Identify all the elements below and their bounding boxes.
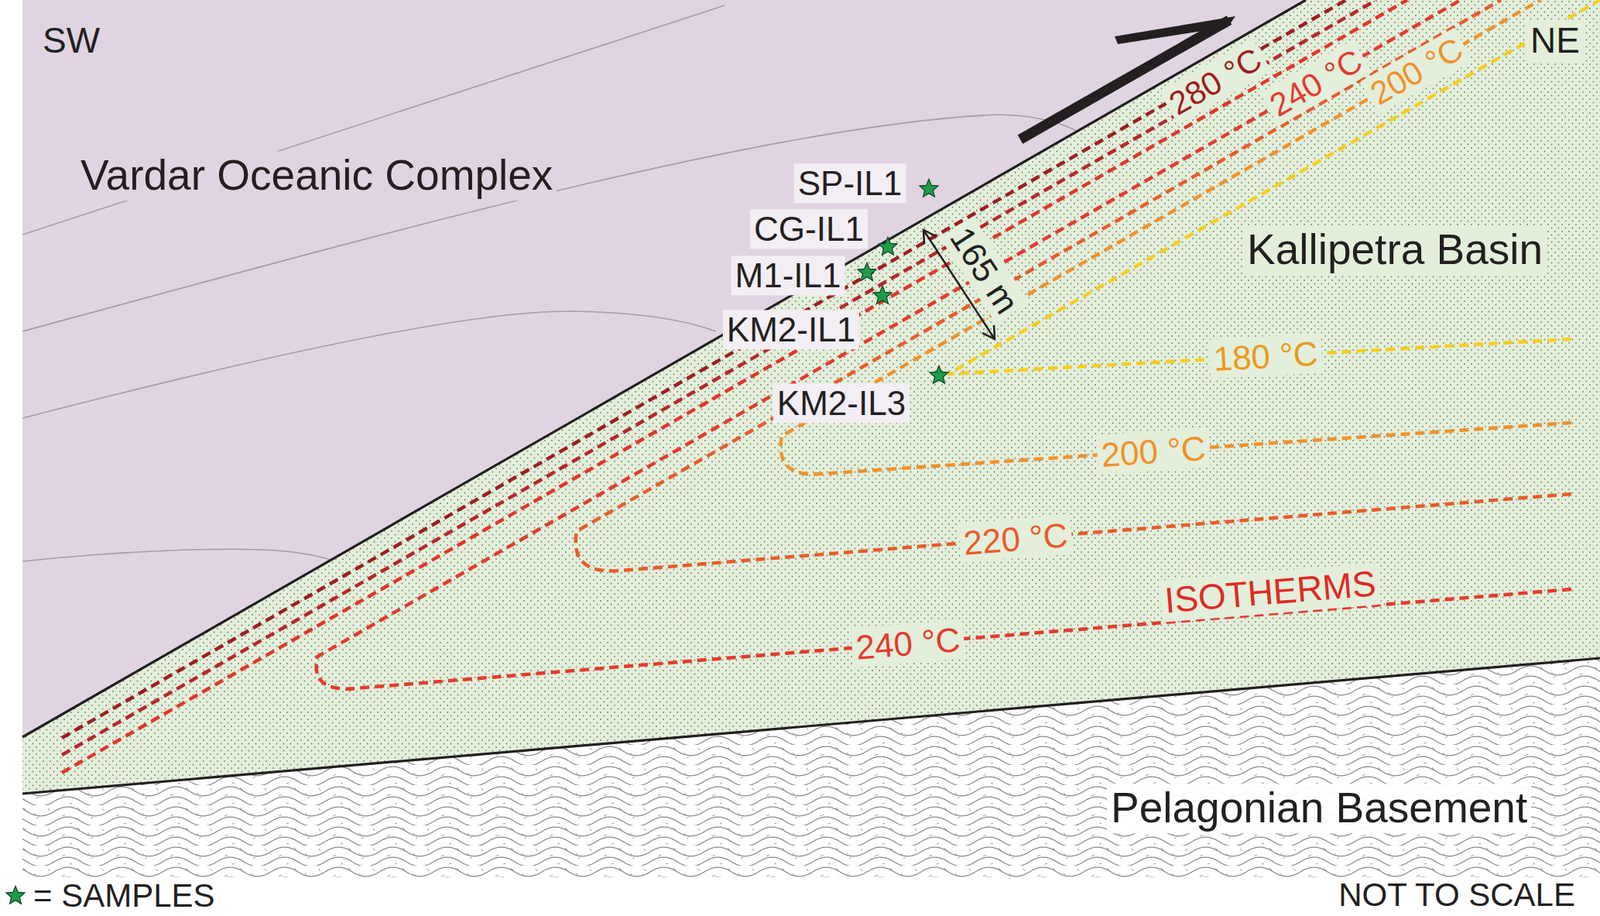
legend-star <box>6 885 25 904</box>
sample-id: KM2-IL1 <box>722 309 860 350</box>
basement-region: Pelagonian Basement <box>0 650 1600 883</box>
sample-id: M1-IL1 <box>731 255 846 295</box>
isotherm-line <box>61 0 1377 755</box>
region-fill <box>22 657 1600 878</box>
region-name: Pelagonian Basement <box>1106 783 1532 833</box>
sample-id: SP-IL1 <box>794 163 907 203</box>
isotherm-line <box>61 0 1347 738</box>
dimension-arrowhead <box>982 325 995 340</box>
region-fill <box>22 0 1600 794</box>
region-name: Kallipetra Basin <box>1243 225 1547 275</box>
scale-note: NOT TO SCALE <box>1334 875 1580 914</box>
thrust-fault <box>22 0 1306 737</box>
isotherm-line <box>575 0 1572 571</box>
isotherm-line <box>316 0 1572 689</box>
dimension-arrowhead <box>923 229 936 244</box>
structure-line <box>22 5 725 235</box>
region-fill <box>22 0 1600 794</box>
sample-star <box>878 236 898 255</box>
isotherm-label: 180 °C <box>1208 332 1323 379</box>
sample-star <box>873 285 892 304</box>
structure-line <box>22 311 717 418</box>
sample-id: KM2-IL3 <box>773 383 910 423</box>
compass-label: NE <box>1526 20 1584 62</box>
region-fill <box>22 657 1600 878</box>
structure-line <box>22 548 341 564</box>
isotherm-line <box>948 0 1600 374</box>
structure-line <box>22 114 1100 332</box>
shear-sense-barb <box>1114 16 1236 45</box>
legend-text: = SAMPLES <box>29 878 220 913</box>
sample-star <box>857 262 877 281</box>
basin-base-contact <box>22 657 1600 794</box>
region-name: Vardar Oceanic Complex <box>76 150 557 201</box>
isotherm-label: 200 °C <box>1096 427 1211 475</box>
compass-label: SW <box>38 20 104 62</box>
sample-star <box>929 365 949 384</box>
sample-id: CG-IL1 <box>750 208 868 249</box>
sample-star <box>919 178 939 197</box>
region-outline <box>0 650 1600 883</box>
